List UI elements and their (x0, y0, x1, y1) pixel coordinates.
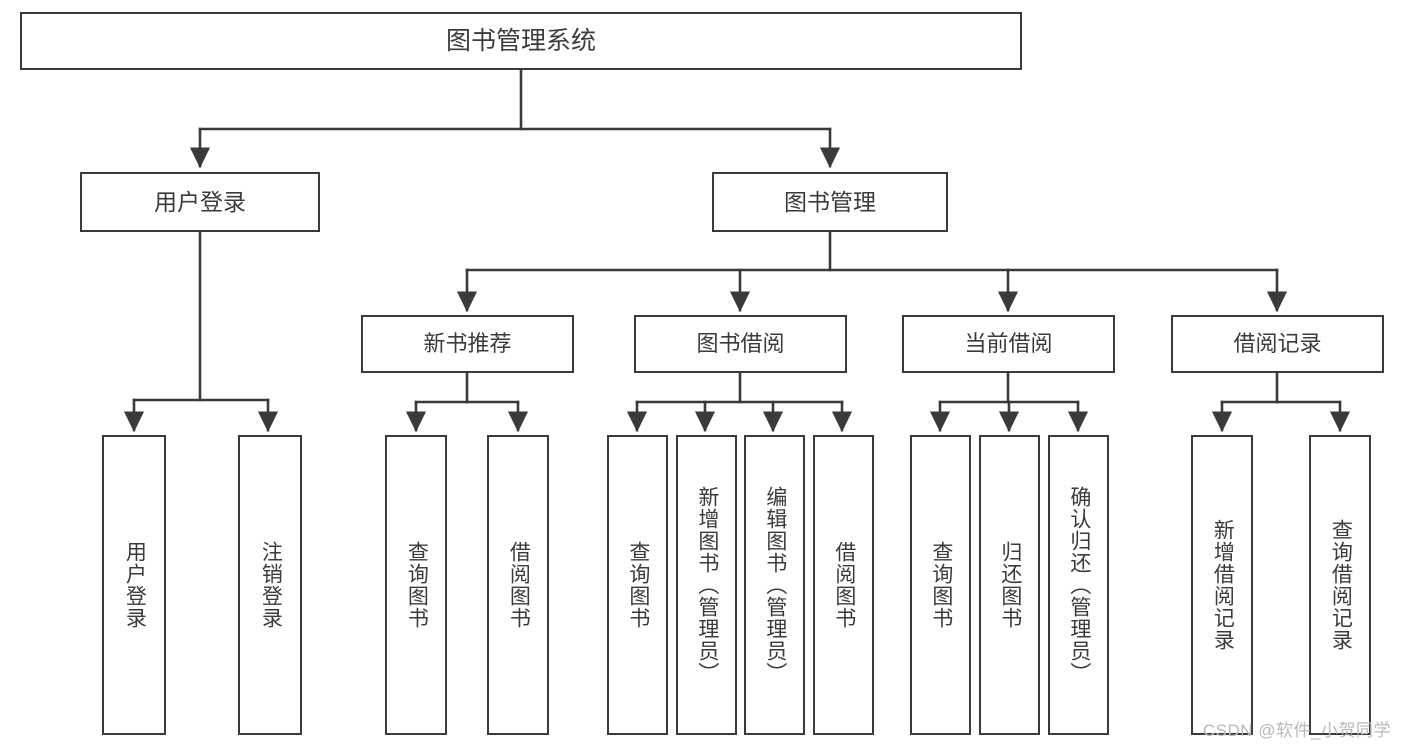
node-label: 注销登录 (259, 541, 283, 629)
node-label: 归还图书 (998, 541, 1022, 629)
node-label: 新增借阅记录 (1211, 519, 1235, 651)
node-label: 新增图书（管理员） (695, 486, 719, 684)
node-label: 查询图书 (405, 541, 429, 629)
node-book-borrowing[interactable]: 图书借阅 (634, 315, 847, 373)
node-label: 新书推荐 (423, 331, 512, 357)
leaf-query-book-current[interactable]: 查询图书 (910, 435, 971, 735)
node-label: 确认归还（管理员） (1067, 486, 1091, 684)
node-label: 图书管理系统 (445, 26, 596, 55)
node-root-book-management-system[interactable]: 图书管理系统 (20, 12, 1022, 70)
leaf-borrow-book[interactable]: 借阅图书 (813, 435, 874, 735)
leaf-logout[interactable]: 注销登录 (238, 435, 302, 735)
leaf-add-borrow-record[interactable]: 新增借阅记录 (1191, 435, 1253, 735)
node-label: 用户登录 (154, 188, 246, 215)
node-label: 用户登录 (123, 541, 147, 629)
leaf-confirm-return-admin[interactable]: 确认归还（管理员） (1048, 435, 1109, 735)
node-user-login[interactable]: 用户登录 (80, 172, 320, 232)
node-new-book-recommendation[interactable]: 新书推荐 (361, 315, 574, 373)
node-label: 查询图书 (929, 541, 953, 629)
leaf-return-book[interactable]: 归还图书 (979, 435, 1040, 735)
node-label: 借阅记录 (1233, 331, 1322, 357)
node-book-management[interactable]: 图书管理 (712, 172, 948, 232)
node-label: 查询图书 (626, 541, 650, 629)
csdn-watermark: CSDN @软件_小贺同学 (1202, 721, 1391, 740)
node-label: 借阅图书 (507, 541, 531, 629)
leaf-edit-book-admin[interactable]: 编辑图书（管理员） (744, 435, 805, 735)
node-label: 图书管理 (784, 188, 876, 215)
leaf-user-login[interactable]: 用户登录 (102, 435, 166, 735)
node-label: 借阅图书 (832, 541, 856, 629)
node-current-borrowing[interactable]: 当前借阅 (902, 315, 1115, 373)
node-borrowing-record[interactable]: 借阅记录 (1171, 315, 1384, 373)
node-label: 查询借阅记录 (1329, 519, 1353, 651)
node-label: 图书借阅 (696, 331, 785, 357)
leaf-add-book-admin[interactable]: 新增图书（管理员） (676, 435, 737, 735)
leaf-query-book-borrow[interactable]: 查询图书 (607, 435, 668, 735)
node-label: 编辑图书（管理员） (763, 486, 787, 684)
leaf-query-borrow-record[interactable]: 查询借阅记录 (1309, 435, 1371, 735)
leaf-borrow-book-newbook[interactable]: 借阅图书 (487, 435, 549, 735)
node-label: 当前借阅 (964, 331, 1053, 357)
leaf-query-book-newbook[interactable]: 查询图书 (385, 435, 447, 735)
